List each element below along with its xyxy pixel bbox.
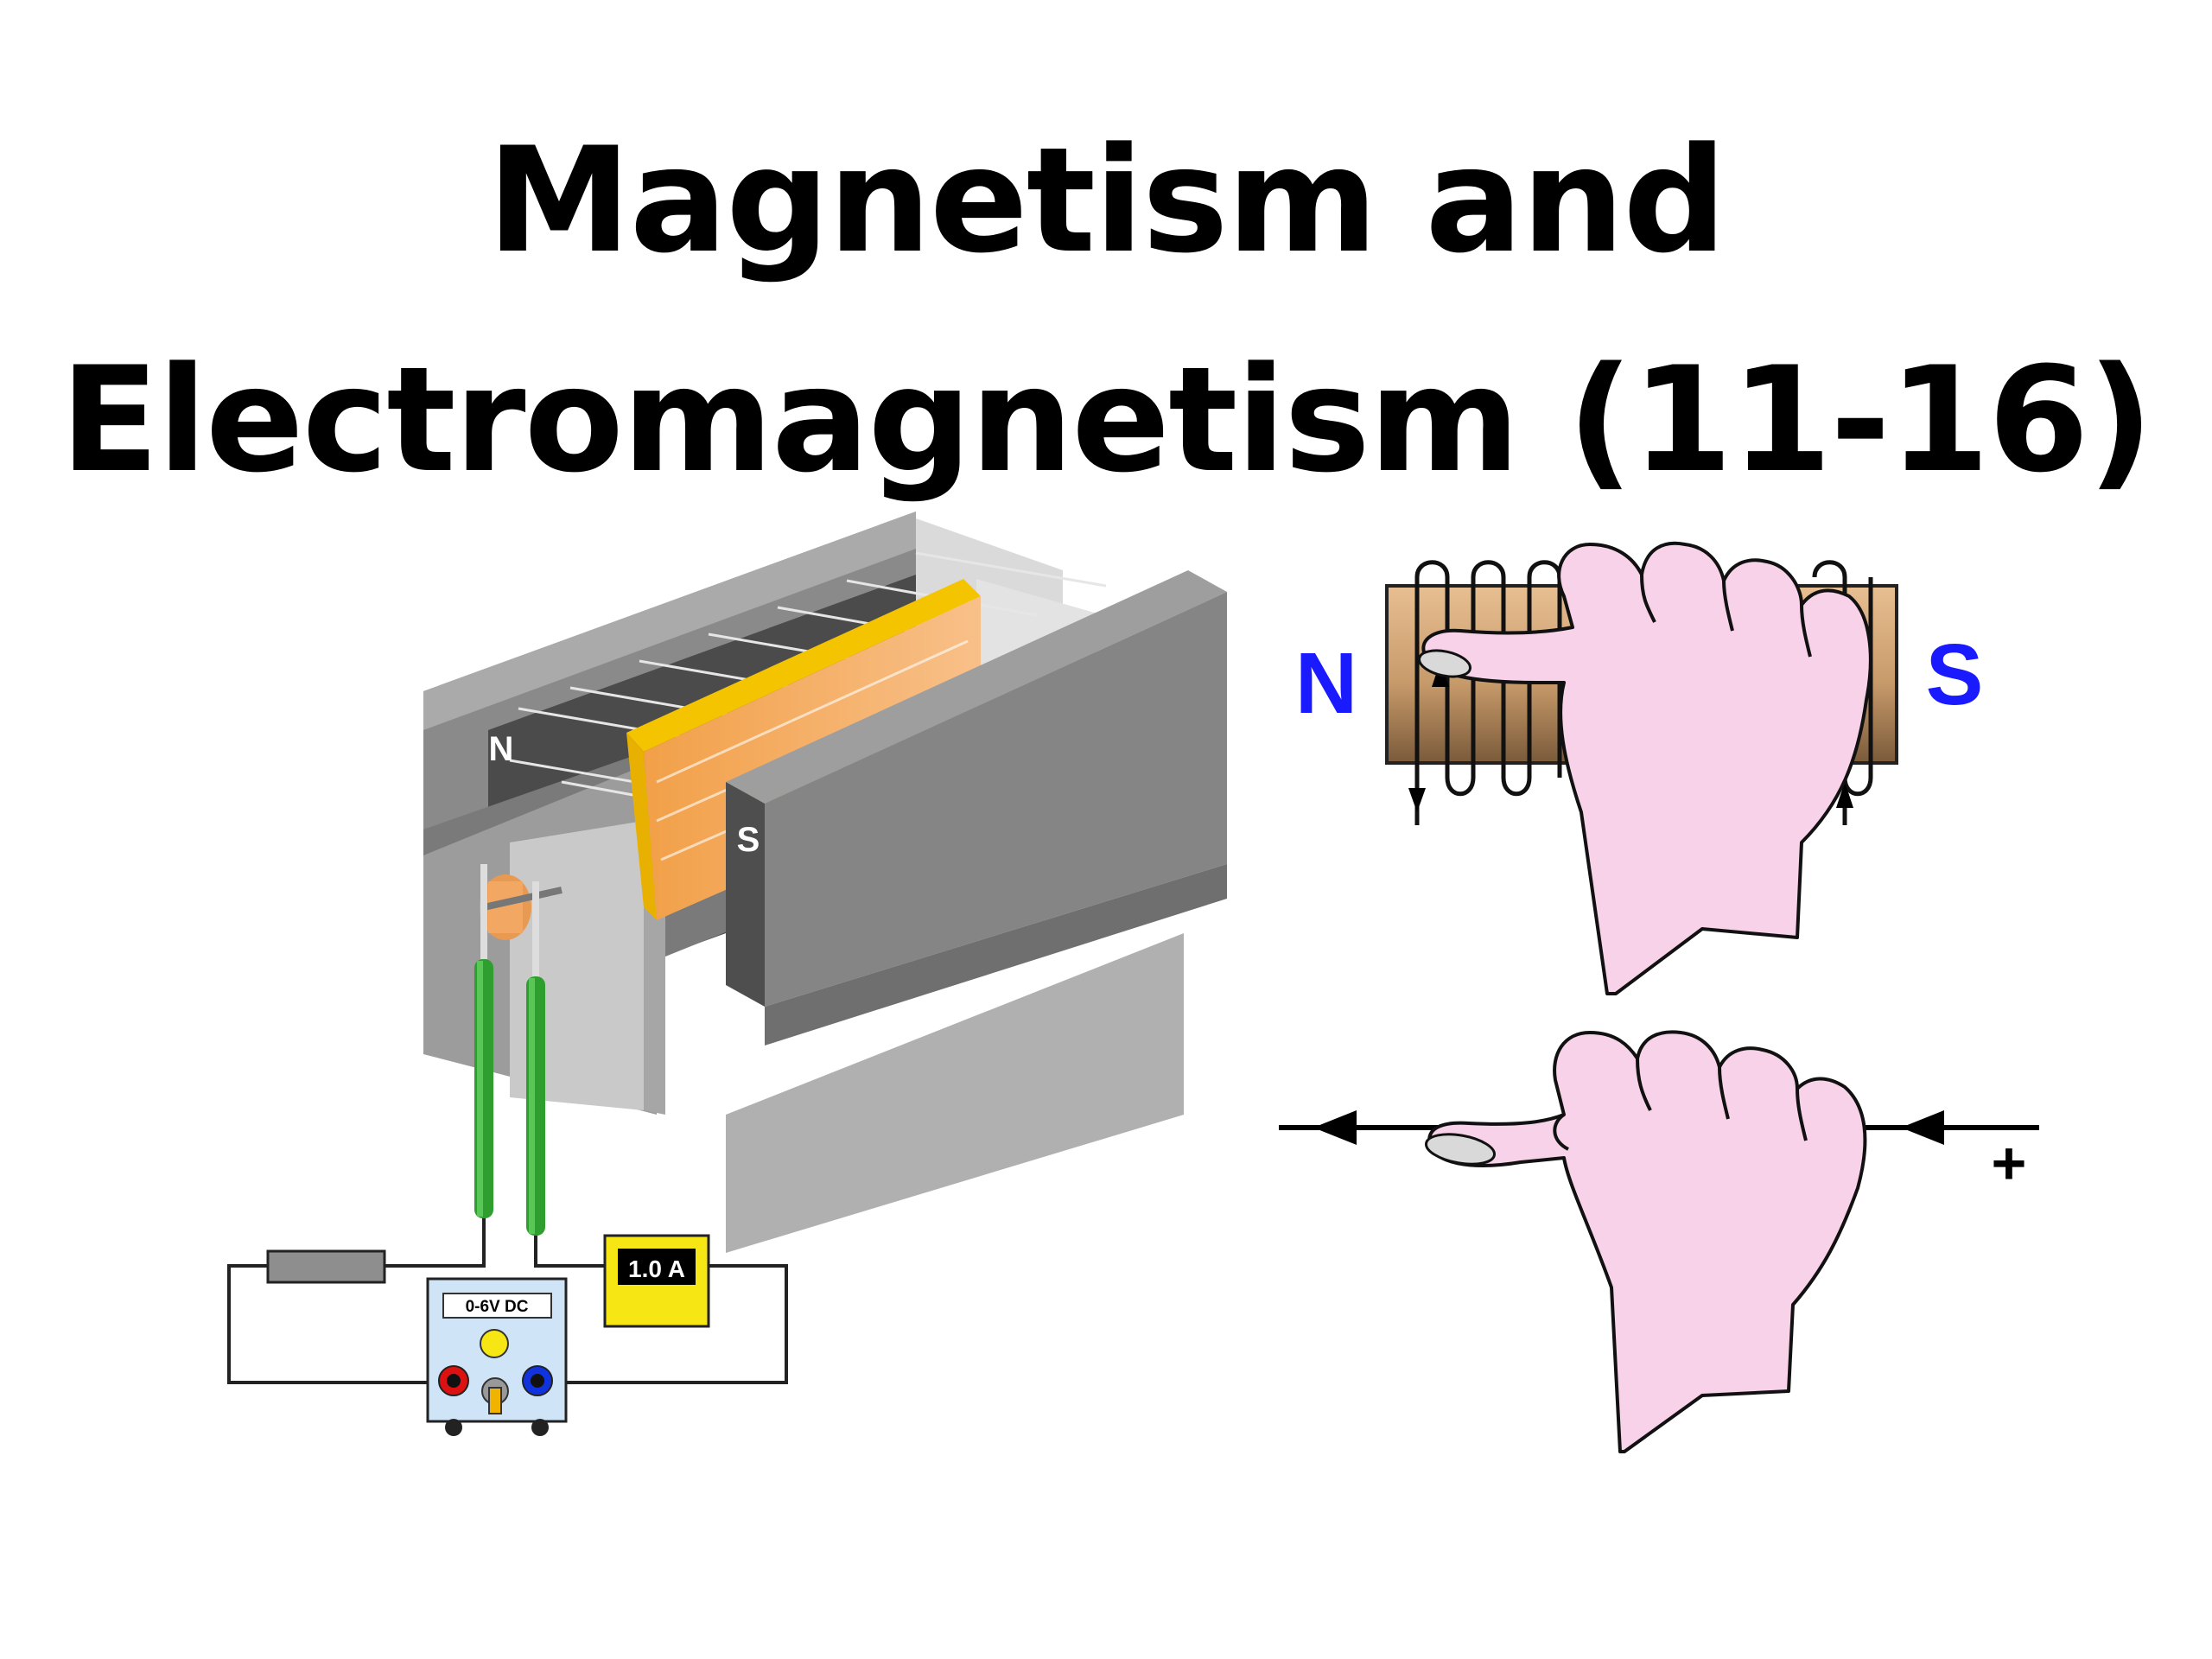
- wire-arrow-left: [1313, 1110, 1357, 1145]
- circuit-wires: [227, 1218, 788, 1384]
- positive-terminal-label: +: [1992, 1129, 2027, 1197]
- solenoid-south-label: S: [1926, 626, 1984, 723]
- solenoid-north-label: N: [1295, 635, 1357, 732]
- south-pole-face: [726, 782, 765, 1007]
- motor-south-label: S: [737, 821, 760, 859]
- ammeter: 1.0 A: [603, 1234, 710, 1328]
- title-line-2: Electromagnetism (11-16): [60, 335, 2154, 505]
- wire-arrow-right: [1901, 1110, 1944, 1145]
- rolling-axle: [480, 864, 563, 981]
- supply-dial: [480, 1329, 509, 1358]
- power-supply-label: 0-6V DC: [466, 1298, 529, 1316]
- thumbnail: [1418, 649, 1471, 678]
- motor-north-label: N: [489, 730, 514, 768]
- solenoid-hand-icon: [1418, 541, 1872, 995]
- power-supply: 0-6V DC: [426, 1277, 568, 1436]
- wire-hand-icon: [1425, 1030, 1867, 1453]
- rails: [474, 959, 545, 1236]
- title-line-1: Magnetism and: [486, 116, 1726, 285]
- magnet-south-block: [726, 570, 1227, 1046]
- thumbnail: [1425, 1133, 1496, 1166]
- resistor: [266, 1249, 386, 1284]
- ammeter-reading: 1.0 A: [628, 1255, 685, 1282]
